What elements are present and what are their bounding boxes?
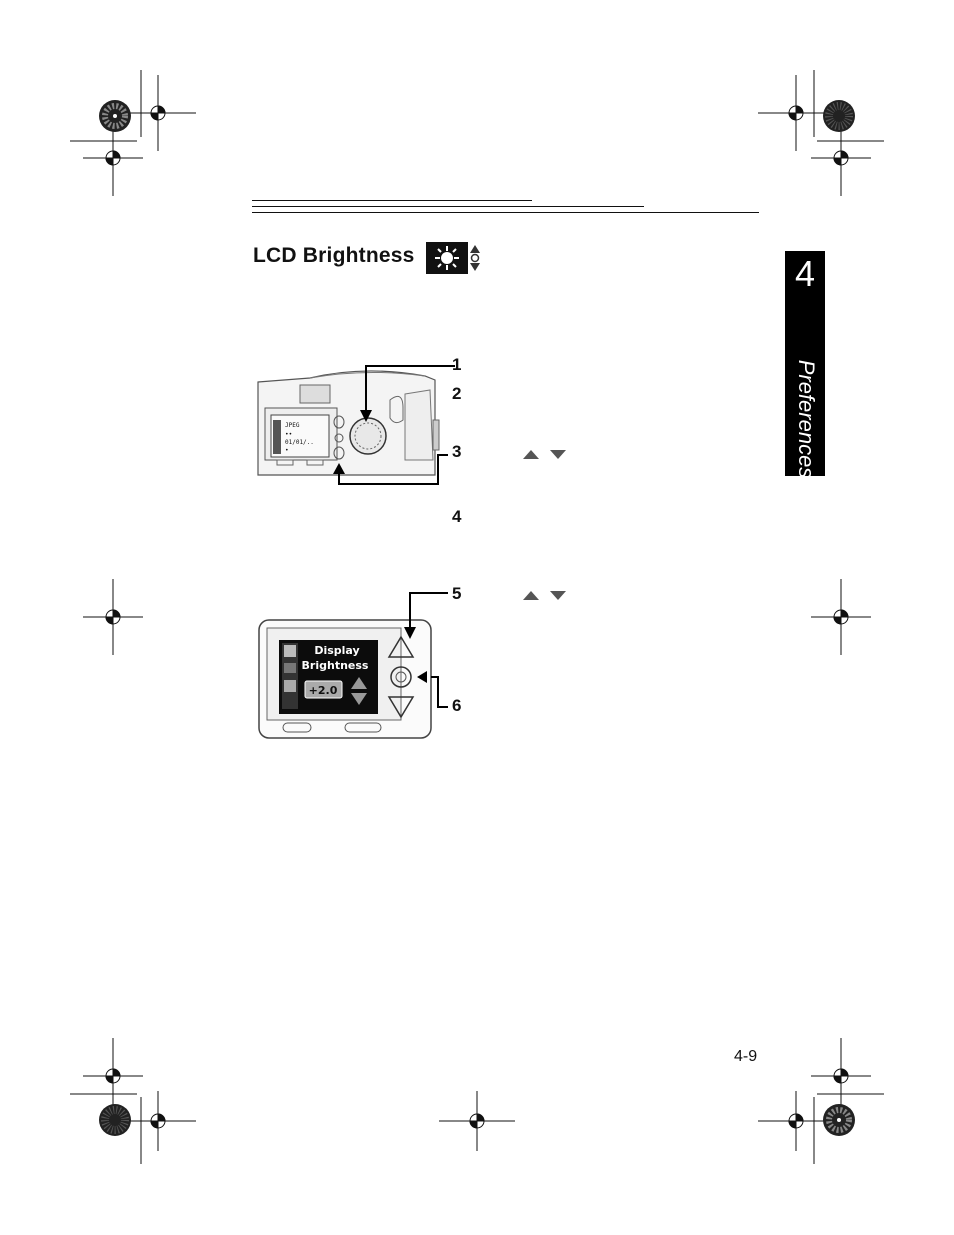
step-number: 5 xyxy=(452,584,462,603)
section-title: LCD Brightness xyxy=(253,244,415,267)
screen-line: •• xyxy=(285,431,292,438)
up-down-arrows-icon xyxy=(523,450,566,459)
screen-line: JPEG xyxy=(285,422,300,429)
header-rule-1 xyxy=(252,200,532,201)
screen-title: Brightness xyxy=(302,659,369,672)
chapter-tab: 4 Preferences xyxy=(785,251,825,479)
screen-title: Display xyxy=(314,644,359,657)
screen-line: 01/01/.. xyxy=(285,439,314,446)
sun-brightness-icon xyxy=(426,242,480,274)
screen-line: • xyxy=(285,447,289,454)
step-number: 3 xyxy=(452,442,462,461)
page-number: 4-9 xyxy=(734,1048,758,1065)
step-number: 1 xyxy=(452,355,462,374)
chapter-number: 4 xyxy=(794,253,816,294)
brightness-value: +2.0 xyxy=(309,684,338,697)
step-number: 2 xyxy=(452,384,462,403)
display-brightness-illustration: Display Brightness +2.0 xyxy=(258,592,448,739)
camera-back-illustration: JPEG •• 01/01/.. • xyxy=(257,365,455,485)
step-number: 4 xyxy=(452,507,462,526)
header-rule-2 xyxy=(252,206,644,207)
step-number: 6 xyxy=(452,696,462,715)
header-rule-3 xyxy=(252,212,759,213)
up-down-arrows-icon xyxy=(523,591,566,600)
chapter-label: Preferences xyxy=(794,359,819,479)
